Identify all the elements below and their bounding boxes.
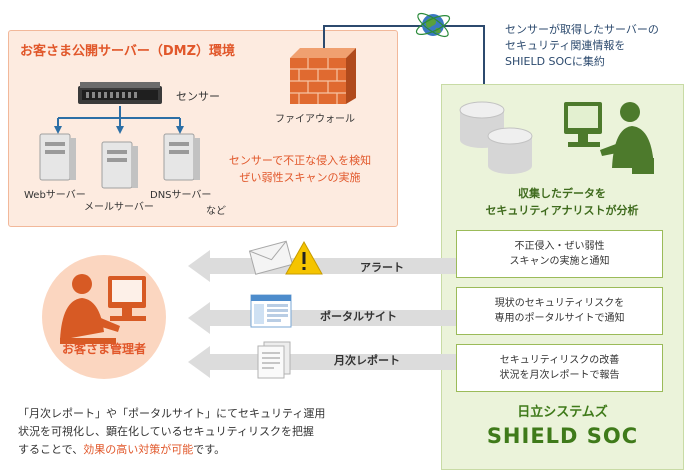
- service-box-report: セキュリティリスクの改善状況を月次レポートで報告: [456, 344, 663, 392]
- info-line-1: センサーが取得したサーバーの: [505, 23, 659, 36]
- detection-text: センサーで不正な侵入を検知 ぜい弱性スキャンの実施: [205, 152, 395, 186]
- firewall-icon: [290, 48, 356, 104]
- summary-line-2: 状況を可視化し、顕在化しているセキュリティリスクを把握: [18, 425, 315, 438]
- portal-label: ポータルサイト: [320, 310, 397, 323]
- soc-caption-line-2: セキュリティアナリストが分析: [485, 204, 639, 217]
- internet-globe-icon: [415, 12, 451, 38]
- web-server-label: Webサーバー: [24, 190, 86, 201]
- summary-text: 「月次レポート」や「ポータルサイト」にてセキュリティ運用 状況を可視化し、顕在化…: [18, 405, 438, 459]
- sensor-icon: [78, 82, 162, 104]
- security-analyst-icon: [564, 102, 654, 174]
- service-line: スキャンの実施と通知: [509, 256, 610, 267]
- customer-admin-icon: [42, 255, 166, 379]
- database-icon: [459, 101, 533, 174]
- service-line: 不正侵入・ぜい弱性: [514, 241, 605, 252]
- dmz-title: お客さま公開サーバー（DMZ）環境: [20, 44, 236, 59]
- sensor-label: センサー: [176, 90, 220, 103]
- mail-server-icon: [101, 141, 138, 189]
- dns-server-label: DNSサーバー: [150, 190, 212, 201]
- detection-line-2: ぜい弱性スキャンの実施: [239, 171, 361, 184]
- alert-mail-warning-icon: [248, 240, 323, 275]
- service-box-portal: 現状のセキュリティリスクを専用のポータルサイトで通知: [456, 287, 663, 335]
- info-line-3: SHIELD SOCに集約: [505, 55, 605, 68]
- dns-server-icon: [163, 133, 200, 181]
- service-line: 状況を月次レポートで報告: [499, 370, 620, 381]
- report-arrow: [188, 346, 456, 378]
- info-line-2: セキュリティ関連情報を: [505, 39, 626, 52]
- soc-product-name: SHIELD SOC: [486, 424, 639, 448]
- alert-label: アラート: [360, 261, 404, 274]
- summary-highlight: 効果の高い対策が可能: [83, 443, 194, 456]
- sensor-info-text: センサーが取得したサーバーの セキュリティ関連情報を SHIELD SOCに集約: [505, 22, 659, 70]
- service-line: 現状のセキュリティリスクを: [494, 298, 625, 309]
- soc-company-name: 日立システムズ: [517, 405, 608, 420]
- monthly-report-icon: [257, 341, 291, 379]
- detection-line-1: センサーで不正な侵入を検知: [228, 154, 372, 167]
- service-box-intrusion: 不正侵入・ぜい弱性スキャンの実施と通知: [456, 230, 663, 278]
- mail-server-label: メールサーバー: [84, 202, 154, 213]
- summary-line-3: することで、効果の高い対策が可能です。: [18, 441, 438, 459]
- web-server-icon: [39, 133, 76, 181]
- portal-site-icon: [250, 294, 292, 328]
- report-label: 月次レポート: [334, 354, 400, 367]
- soc-caption-line-1: 収集したデータを: [518, 187, 606, 200]
- customer-admin-label: お客さま管理者: [61, 342, 146, 356]
- service-line: セキュリティリスクの改善: [499, 355, 620, 366]
- summary-line-3-before: することで、: [18, 443, 84, 456]
- summary-line-3-after: です。: [193, 443, 226, 456]
- firewall-label: ファイアウォール: [275, 114, 355, 125]
- etc-label: など: [206, 206, 226, 217]
- summary-line-1: 「月次レポート」や「ポータルサイト」にてセキュリティ運用: [18, 407, 326, 420]
- service-line: 専用のポータルサイトで通知: [494, 313, 625, 324]
- soc-analysis-caption: 収集したデータを セキュリティアナリストが分析: [448, 185, 676, 219]
- sensor-connector-lines: [54, 106, 184, 134]
